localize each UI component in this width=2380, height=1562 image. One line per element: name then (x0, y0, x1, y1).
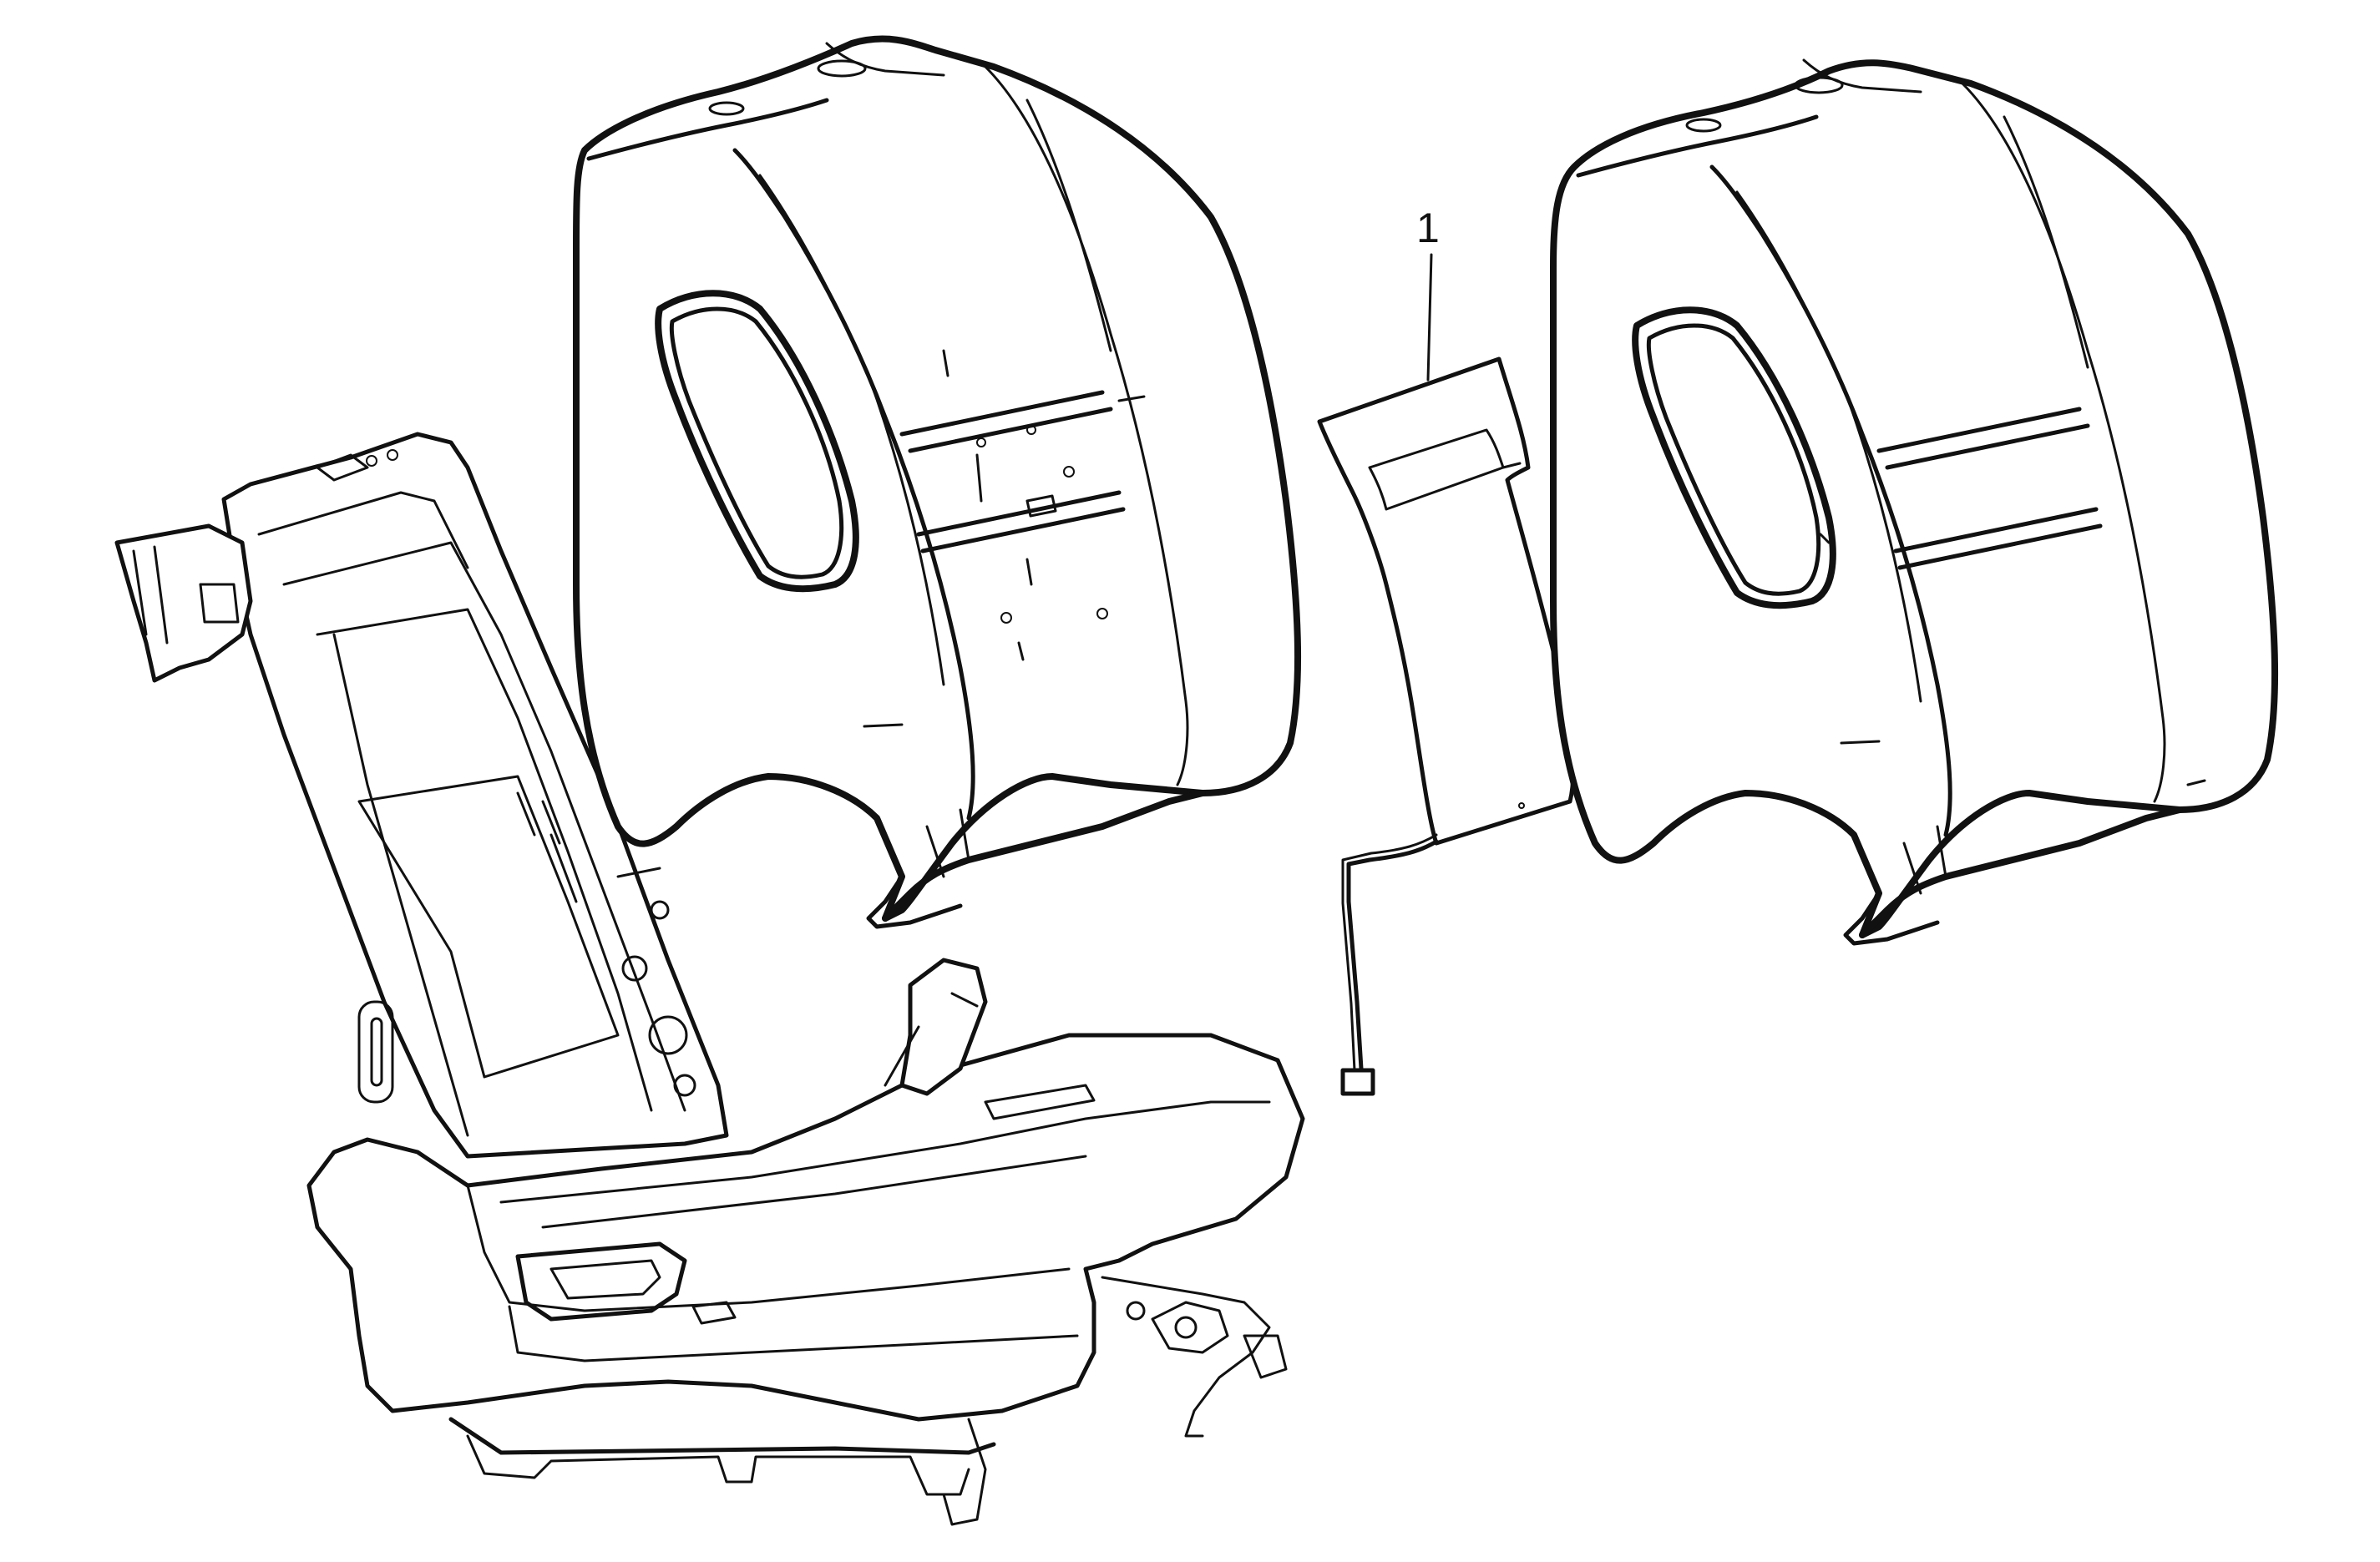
callout-label-1: 1 (1416, 205, 1440, 251)
headrest-bracket (114, 523, 253, 683)
seat-cushion (306, 1033, 1305, 1422)
seatback-panel-center (572, 35, 1302, 929)
seatback-frame (221, 432, 729, 1159)
seat-track (448, 1276, 1288, 1526)
seatbelt-buckle (884, 958, 988, 1096)
heater-pad (1317, 253, 1576, 1096)
seat-assembly (114, 432, 1305, 1526)
seatback-panel-right (1549, 58, 2279, 946)
